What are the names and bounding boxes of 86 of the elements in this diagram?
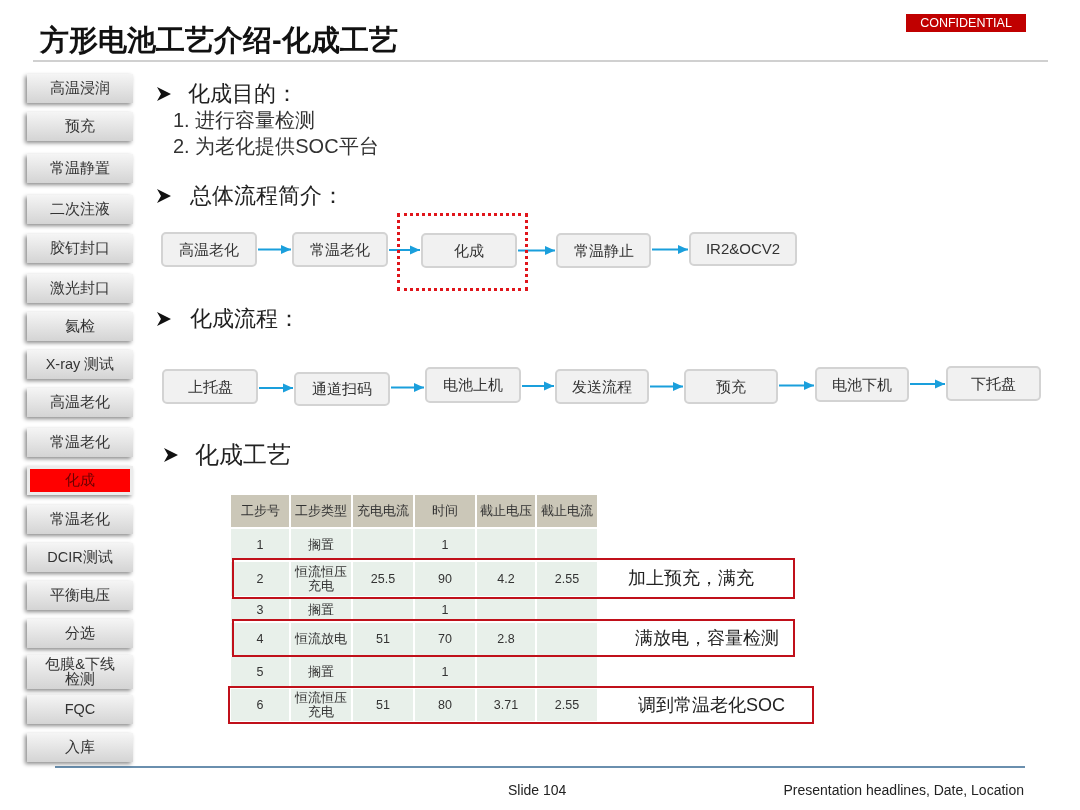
- process-box: 电池上机: [425, 367, 521, 403]
- sidebar-button: 常温老化: [27, 505, 133, 534]
- arrow: [390, 383, 425, 392]
- arrow: [258, 383, 294, 393]
- table-cell: 1: [415, 529, 475, 560]
- arrow: [649, 382, 684, 391]
- table-cell: 51: [353, 623, 413, 655]
- table-cell: 2.55: [537, 562, 597, 596]
- arrow: [651, 245, 689, 254]
- footer-text: Presentation headlines, Date, Location: [783, 781, 1024, 799]
- table-cell: 搁置: [291, 657, 351, 687]
- arrow: [257, 245, 292, 254]
- header-cell: 时间: [415, 495, 475, 527]
- highlight-box: [397, 213, 528, 291]
- sidebar-button: 分选: [27, 619, 133, 648]
- highlight-box: [228, 686, 814, 724]
- sidebar-button: 常温老化: [27, 428, 133, 457]
- annotation-text: 满放电，容量检测: [635, 626, 779, 650]
- list-item: 2. 为老化提供SOC平台: [173, 134, 379, 159]
- process-box: 常温老化: [292, 232, 388, 267]
- annotation-text: 调到常温老化SOC: [638, 693, 785, 717]
- footer-text: Slide 104: [508, 781, 567, 799]
- process-box: 常温静止: [556, 233, 651, 268]
- process-box: 下托盘: [946, 366, 1041, 401]
- highlight-box: [232, 619, 795, 657]
- table-cell: 51: [353, 689, 413, 721]
- sidebar-button: 高温浸润: [27, 74, 133, 103]
- table-cell: 1: [231, 529, 289, 560]
- section-heading: 化成流程：: [190, 305, 300, 333]
- process-box: 通道扫码: [294, 372, 390, 406]
- table-cell: 恒流恒压充电: [291, 562, 351, 596]
- arrow: [517, 246, 556, 255]
- table-cell: 70: [415, 623, 475, 655]
- table-cell: 4: [231, 623, 289, 655]
- process-box: 发送流程: [555, 369, 649, 404]
- slide-title: 方形电池工艺介绍-化成工艺: [40, 23, 398, 58]
- sidebar-button: 平衡电压: [27, 581, 133, 610]
- process-box: 上托盘: [162, 369, 258, 404]
- header-cell: 截止电压: [477, 495, 535, 527]
- table-cell: 25.5: [353, 562, 413, 596]
- sidebar-button: DCIR测试: [27, 543, 133, 572]
- sidebar-button: X-ray 测试: [27, 350, 133, 379]
- sidebar-button: 常温静置: [27, 154, 133, 183]
- header-cell: 工步号: [231, 495, 289, 527]
- arrow: [521, 381, 555, 391]
- sidebar-button: 氦检: [27, 312, 133, 341]
- process-box: IR2&OCV2: [689, 232, 797, 266]
- header-cell: 充电电流: [353, 495, 413, 527]
- sidebar-button: 二次注液: [27, 195, 133, 224]
- table-cell: 恒流恒压充电: [291, 689, 351, 721]
- table-cell: 2: [231, 562, 289, 596]
- table-cell: 2.55: [537, 689, 597, 721]
- confidential-badge: CONFIDENTIAL: [906, 14, 1026, 32]
- header-cell: 截止电流: [537, 495, 597, 527]
- list-item: 1. 进行容量检测: [173, 108, 316, 133]
- section-heading: 化成目的：: [188, 80, 298, 108]
- process-box: 预充: [684, 369, 778, 404]
- sidebar-button: 胶钉封口: [27, 234, 133, 263]
- table-cell: 80: [415, 689, 475, 721]
- sidebar-button: 包膜&下线检测: [27, 655, 133, 689]
- sidebar-button: 预充: [27, 112, 133, 141]
- annotation-text: 加上预充，满充: [628, 567, 754, 590]
- table-cell: 2.8: [477, 623, 535, 655]
- table-cell: 90: [415, 562, 475, 596]
- sidebar-button: 高温老化: [27, 388, 133, 417]
- arrow: [778, 381, 815, 390]
- table-cell: 1: [415, 657, 475, 687]
- table-cell: 4.2: [477, 562, 535, 596]
- table-cell: 6: [231, 689, 289, 721]
- section-heading: 总体流程简介：: [190, 182, 344, 210]
- arrow: [909, 379, 946, 389]
- sidebar-button: FQC: [27, 695, 133, 724]
- arrow: [388, 245, 421, 255]
- sidebar-button: 化成: [27, 466, 133, 495]
- process-box: 电池下机: [815, 367, 909, 402]
- sidebar-button: 入库: [27, 733, 133, 762]
- highlight-box: [232, 558, 795, 599]
- section-heading: 化成工艺: [195, 440, 291, 470]
- table-cell: 3.71: [477, 689, 535, 721]
- header-cell: 工步类型: [291, 495, 351, 527]
- sidebar-button: 激光封口: [27, 274, 133, 303]
- process-box: 化成: [421, 233, 517, 268]
- table-cell: 5: [231, 657, 289, 687]
- process-box: 高温老化: [161, 232, 257, 267]
- table-cell: 搁置: [291, 529, 351, 560]
- table-cell: 恒流放电: [291, 623, 351, 655]
